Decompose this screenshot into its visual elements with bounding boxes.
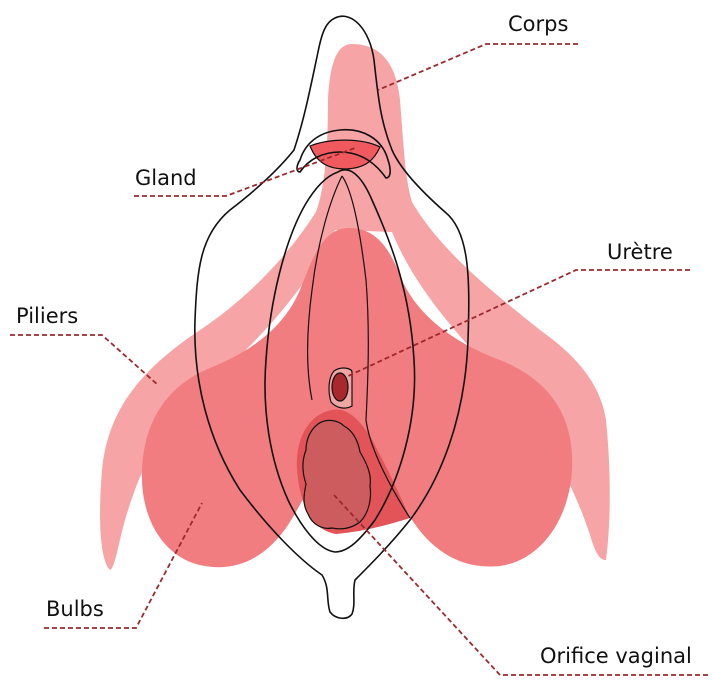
corps-leader-line <box>378 44 578 90</box>
orifice-vaginal-label: Orifice vaginal <box>540 646 692 667</box>
piliers-leader-line <box>10 335 158 385</box>
corps-label: Corps <box>508 14 568 35</box>
piliers-label: Piliers <box>16 306 78 327</box>
uretre-label: Urètre <box>607 242 673 263</box>
urethra-opening-shape <box>332 373 348 401</box>
bulbs-label: Bulbs <box>46 599 104 620</box>
gland-label: Gland <box>135 168 197 189</box>
